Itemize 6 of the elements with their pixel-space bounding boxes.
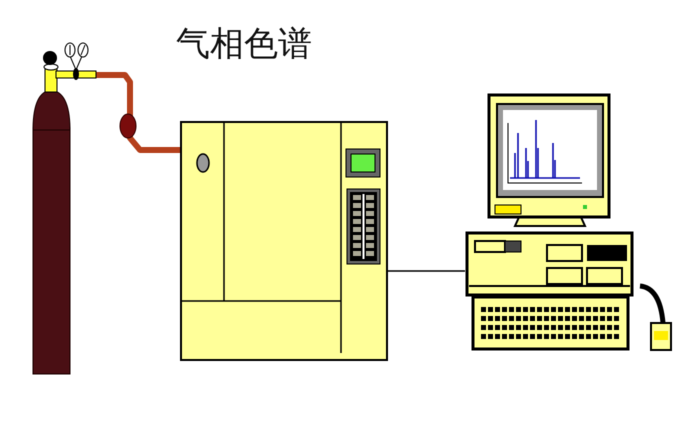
signal-cable [388, 270, 465, 272]
computer-drawing [465, 93, 673, 353]
title: 气相色谱 [176, 24, 312, 64]
gas-hose [96, 72, 180, 153]
gas-chromatograph-drawing [180, 121, 388, 361]
gas-cylinder-drawing [30, 40, 96, 374]
